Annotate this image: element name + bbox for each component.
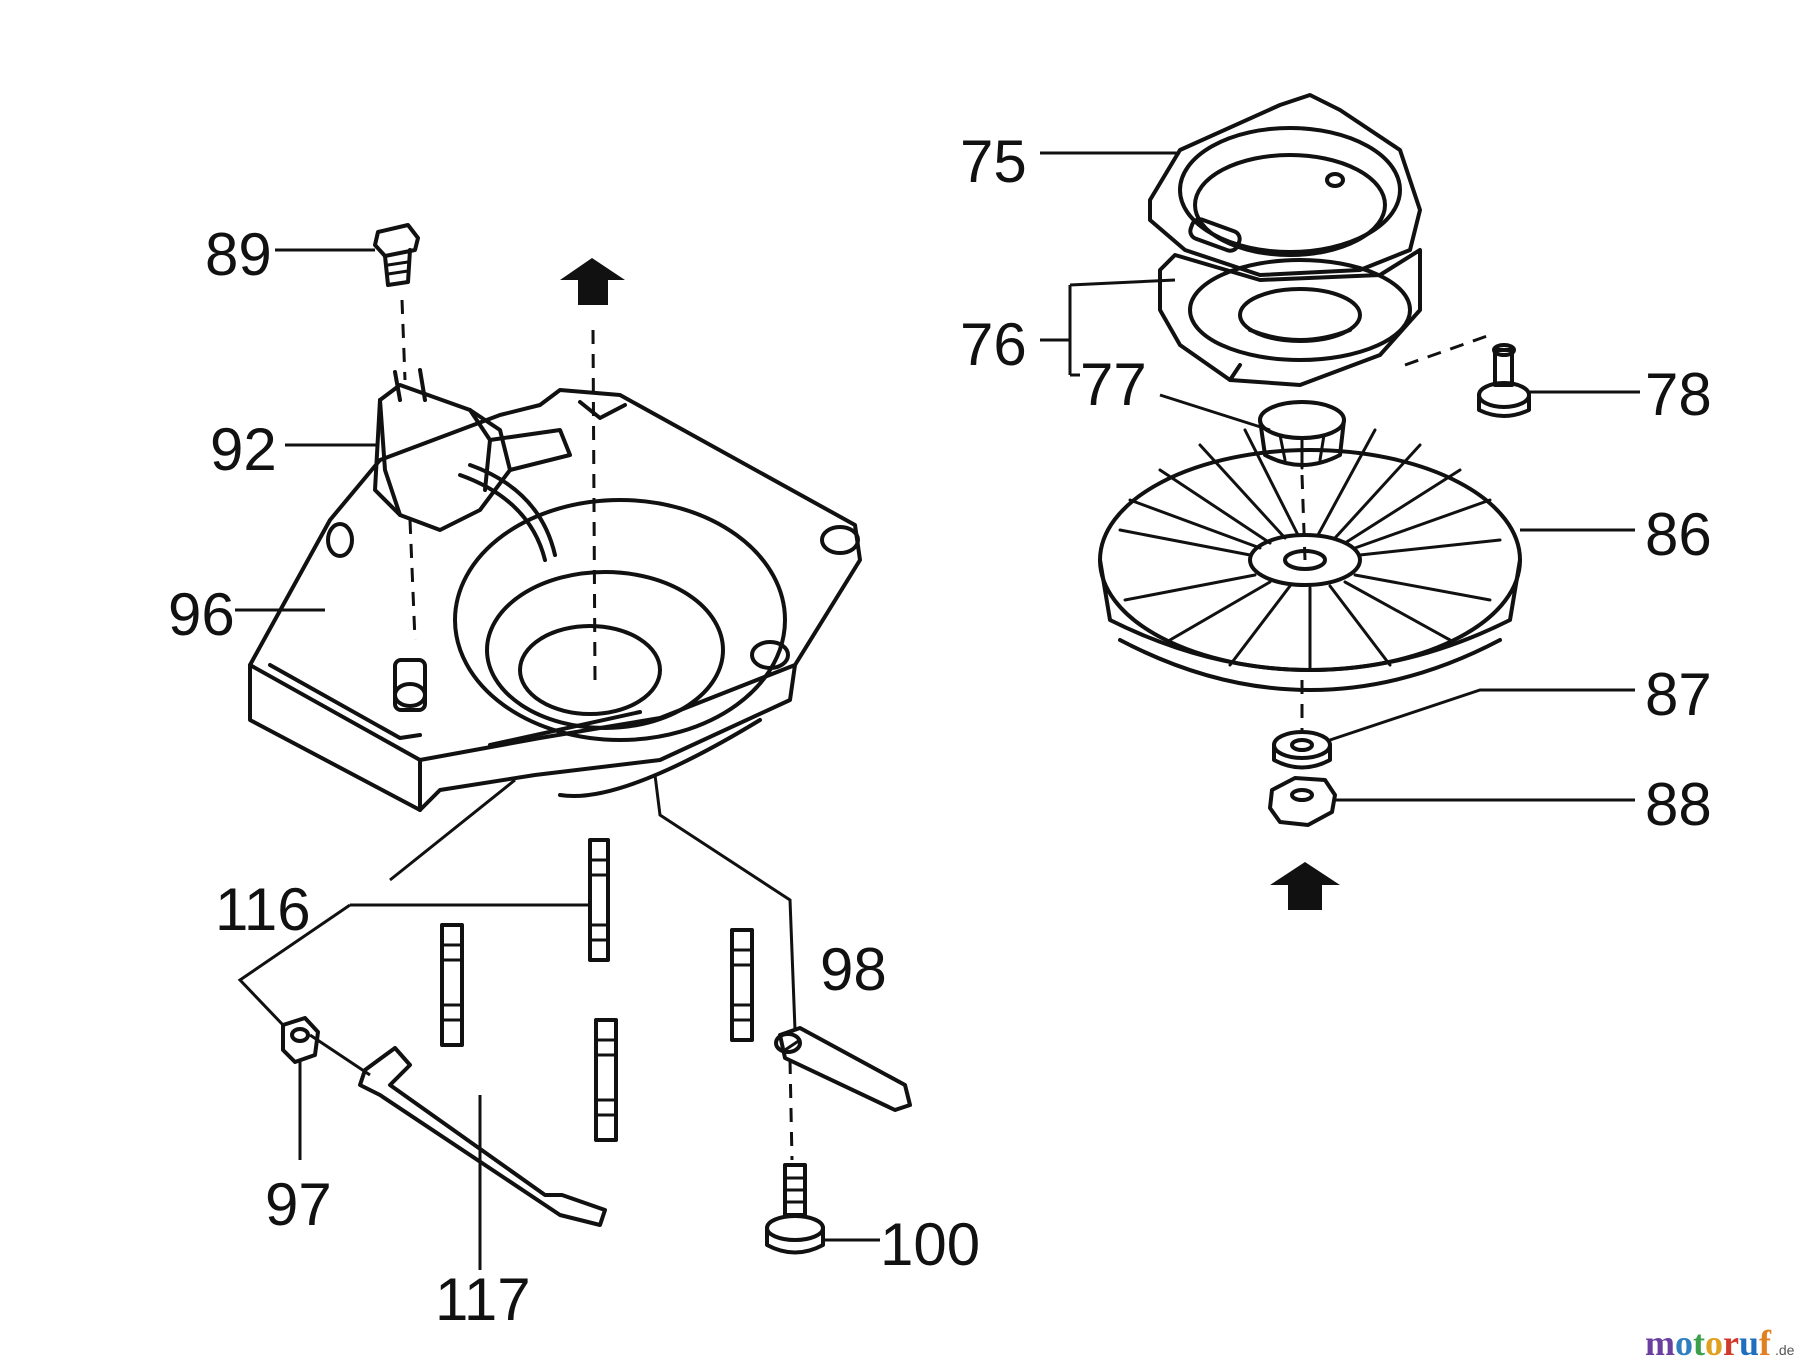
- watermark-logo: motoruf .de: [1645, 1323, 1795, 1363]
- bolt-part-89: [373, 223, 420, 381]
- part-label-86: 86: [1645, 501, 1712, 568]
- part-label-76: 76: [960, 311, 1027, 378]
- watermark-text: motoruf: [1645, 1323, 1772, 1363]
- hub-part-77: [1258, 400, 1346, 561]
- part-label-87: 87: [1645, 661, 1712, 728]
- washer-part-87: [1272, 680, 1332, 770]
- stud-part-116: [440, 838, 754, 1142]
- screw-part-78: [1404, 333, 1531, 418]
- part-label-77: 77: [1080, 351, 1147, 418]
- part-label-100: 100: [880, 1211, 980, 1278]
- nut-part-97: [281, 1016, 320, 1064]
- screw-part-100: [765, 1059, 825, 1255]
- arrow-up-icon: [560, 258, 625, 305]
- fan-part-86: [1098, 428, 1522, 692]
- assembly-axis-left: [408, 258, 625, 681]
- part-label-96: 96: [168, 581, 235, 648]
- part-label-78: 78: [1645, 361, 1712, 428]
- part-label-88: 88: [1645, 771, 1712, 838]
- tool-part-117: [358, 1046, 607, 1227]
- ignition-coil-part-92: [373, 368, 572, 562]
- part-label-92: 92: [210, 416, 277, 483]
- part-label-117: 117: [435, 1266, 531, 1333]
- cover-part-75: [1148, 93, 1422, 277]
- part-label-98: 98: [820, 936, 887, 1003]
- pin-part-98: [774, 1026, 912, 1112]
- part-label-75: 75: [960, 128, 1027, 195]
- housing-part-96: [248, 388, 862, 812]
- arrow-up-icon: [1270, 862, 1340, 910]
- pulley-part-76: [1158, 248, 1422, 387]
- part-label-116: 116: [215, 876, 311, 943]
- watermark-suffix: .de: [1775, 1342, 1795, 1358]
- leader-lines: [235, 151, 1640, 1270]
- part-label-89: 89: [205, 221, 272, 288]
- part-labels: 75 76 77 78 86 87 88 89 92 96 116 97 117…: [168, 128, 1712, 1333]
- nut-part-88: [1268, 776, 1337, 827]
- part-label-97: 97: [265, 1171, 332, 1238]
